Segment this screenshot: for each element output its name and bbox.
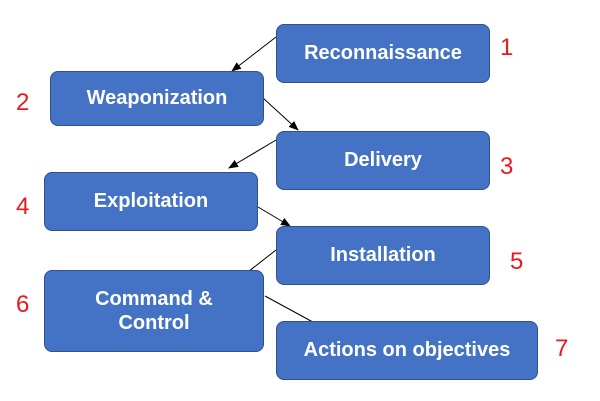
stage-box-delivery: Delivery bbox=[276, 131, 490, 190]
stage-number-5: 5 bbox=[510, 248, 524, 275]
arrow-3-to-4 bbox=[228, 139, 277, 169]
stage-box-actions-on-objectives: Actions on objectives bbox=[276, 321, 538, 380]
stage-box-exploitation: Exploitation bbox=[44, 172, 258, 231]
stage-number-7: 7 bbox=[555, 335, 569, 362]
stage-box-installation: Installation bbox=[276, 226, 490, 285]
arrow-1-to-2 bbox=[231, 36, 277, 72]
stage-number-6: 6 bbox=[16, 291, 30, 318]
stage-box-reconnaissance: Reconnaissance bbox=[276, 24, 490, 83]
stage-number-2: 2 bbox=[16, 89, 30, 116]
stage-number-4: 4 bbox=[16, 193, 30, 220]
stage-box-command-and-control: Command & Control bbox=[44, 270, 264, 352]
stage-number-1: 1 bbox=[500, 34, 514, 61]
stage-number-3: 3 bbox=[500, 153, 514, 180]
arrow-4-to-5 bbox=[257, 206, 291, 227]
stage-box-weaponization: Weaponization bbox=[50, 71, 264, 126]
arrow-2-to-3 bbox=[262, 97, 299, 131]
